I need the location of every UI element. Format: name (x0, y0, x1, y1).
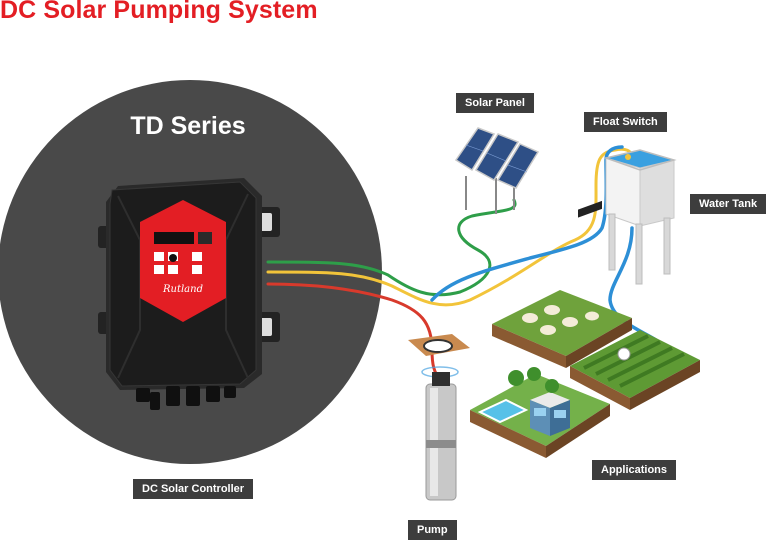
button-5 (168, 265, 178, 274)
float-switch-label: Float Switch (584, 112, 667, 132)
button-6 (192, 265, 202, 274)
red-wire (266, 282, 442, 382)
pump-illustration (408, 334, 470, 501)
series-title: TD Series (130, 112, 246, 140)
page-title: DC Solar Pumping System (0, 0, 318, 24)
button-3 (192, 252, 202, 261)
water-tank-illustration (603, 149, 677, 285)
green-wire (266, 198, 517, 297)
house (530, 392, 570, 436)
blue-wire (430, 145, 624, 302)
solar-panel-illustration (454, 127, 540, 214)
pump-label: Pump (408, 520, 457, 540)
controller-label: DC Solar Controller (133, 479, 254, 499)
water-tank-label: Water Tank (690, 194, 767, 214)
solar-panel-label: Solar Panel (456, 93, 534, 113)
pool (477, 398, 529, 424)
blue-wire-2 (608, 226, 658, 342)
sheep-group (522, 305, 599, 335)
float-switch-icon (625, 154, 631, 160)
brand-logo: Rutland (162, 284, 203, 295)
applications-illustration (470, 200, 700, 458)
lcd-display (154, 232, 194, 244)
wiring (266, 145, 658, 382)
dc-solar-controller: Rutland (98, 178, 280, 410)
trees (508, 367, 559, 393)
control-panel (140, 200, 226, 322)
button-1 (154, 252, 164, 261)
button-4 (154, 265, 164, 274)
cable-glands (136, 386, 236, 410)
applications-label: Applications (592, 460, 677, 480)
